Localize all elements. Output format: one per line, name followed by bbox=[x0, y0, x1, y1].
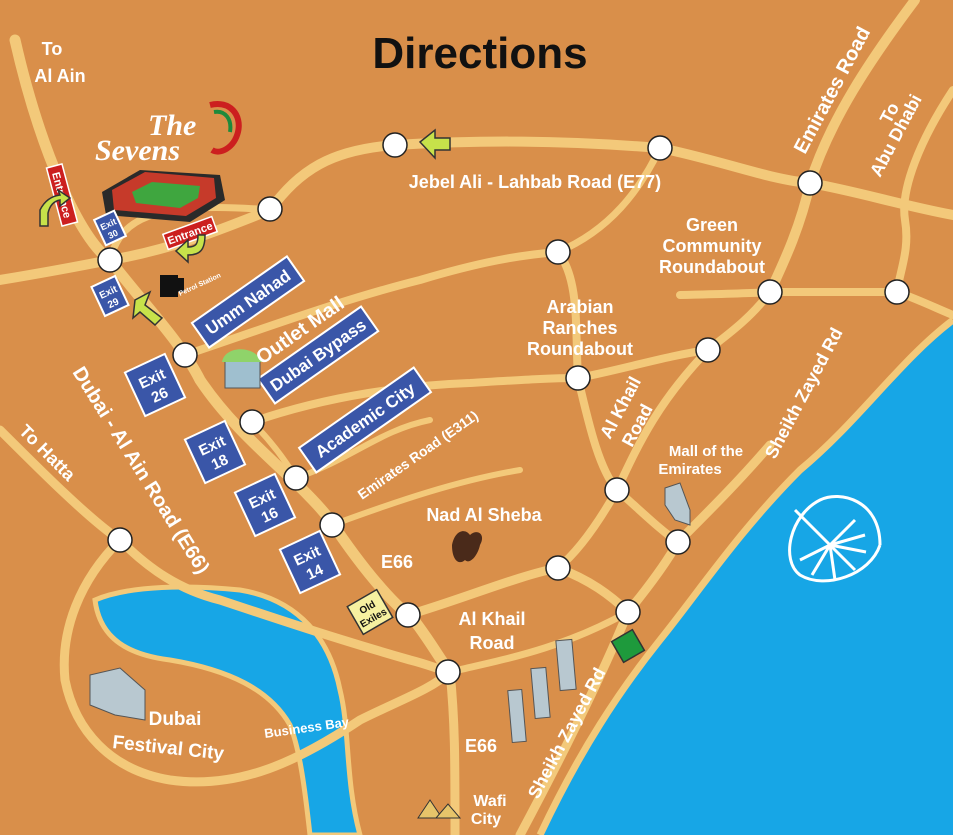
stadium-icon bbox=[102, 170, 225, 222]
arabian-ranches-label: Arabian bbox=[546, 297, 613, 317]
node bbox=[884, 279, 910, 305]
sevens-logo-mark bbox=[209, 101, 242, 155]
arrow-curved-icon bbox=[174, 234, 206, 264]
arabian-ranches-label: Ranches bbox=[542, 318, 617, 338]
node bbox=[319, 512, 345, 538]
node bbox=[382, 132, 408, 158]
svg-text:29: 29 bbox=[106, 296, 121, 311]
horse-racing-icon bbox=[452, 531, 483, 563]
node bbox=[97, 247, 123, 273]
creek bbox=[92, 584, 363, 835]
dubai-festival-city-label: Dubai bbox=[149, 709, 202, 730]
mall-of-emirates-label: Emirates bbox=[658, 461, 721, 478]
exit-badges: Exit 30 Exit 29 Exit 26 Exit 18 Exit 16 … bbox=[90, 209, 342, 595]
e66-bottom-label: E66 bbox=[465, 736, 497, 756]
node bbox=[545, 555, 571, 581]
venue-marker-icon bbox=[610, 628, 646, 664]
wafi-city-label: Wafi bbox=[473, 793, 506, 810]
to-al-ain-label: To bbox=[42, 39, 63, 59]
to-al-ain-label: Al Ain bbox=[34, 66, 85, 86]
node bbox=[283, 465, 309, 491]
svg-text:26: 26 bbox=[149, 384, 171, 406]
node bbox=[797, 170, 823, 196]
wafi-city-label: City bbox=[471, 811, 501, 828]
festival-city-buildings-icon bbox=[89, 667, 146, 721]
al-khail-road-label: Al Khail bbox=[458, 609, 525, 629]
roundabouts bbox=[97, 132, 910, 685]
building-icons bbox=[89, 482, 691, 819]
node bbox=[239, 409, 265, 435]
arrow-curved-icon bbox=[39, 188, 72, 227]
node bbox=[604, 477, 630, 503]
arrow-left-icon bbox=[418, 128, 451, 160]
sevens-logo-mark bbox=[213, 109, 233, 133]
nad-al-sheba-label: Nad Al Sheba bbox=[426, 505, 542, 525]
node bbox=[695, 337, 721, 363]
outlet-mall-icon bbox=[222, 349, 262, 389]
arabian-ranches-label: Roundabout bbox=[527, 339, 633, 359]
exit-14-badge: Exit 14 bbox=[278, 529, 342, 595]
green-community-label: Green bbox=[686, 215, 738, 235]
node bbox=[257, 196, 283, 222]
node bbox=[172, 342, 198, 368]
svg-text:14: 14 bbox=[304, 561, 327, 584]
green-community-label: Roundabout bbox=[659, 257, 765, 277]
arrow-diagonal-icon bbox=[132, 290, 164, 327]
old-exiles-tag: Old Exiles bbox=[346, 588, 394, 636]
node bbox=[395, 602, 421, 628]
exit-26-badge: Exit 26 bbox=[123, 352, 187, 418]
skyscrapers-icon bbox=[507, 638, 577, 744]
wafi-pyramid-icon bbox=[417, 799, 462, 819]
exit-16-badge: Exit 16 bbox=[233, 472, 297, 538]
node bbox=[757, 279, 783, 305]
page-title: Directions bbox=[372, 29, 587, 78]
exit-30-badge: Exit 30 bbox=[92, 209, 128, 247]
coast-road bbox=[536, 317, 953, 835]
mall-of-emirates-label: Mall of the bbox=[669, 443, 743, 460]
node bbox=[107, 527, 133, 553]
e66-label: E66 bbox=[381, 552, 413, 572]
jebel-ali-road-label: Jebel Ali - Lahbab Road (E77) bbox=[409, 172, 661, 192]
exit-29-badge: Exit 29 bbox=[90, 274, 130, 318]
node bbox=[545, 239, 571, 265]
direction-arrows bbox=[39, 128, 451, 327]
svg-text:18: 18 bbox=[209, 451, 231, 473]
mall-of-emirates-building-icon bbox=[664, 482, 691, 526]
petrol-station-icon bbox=[160, 275, 184, 297]
node bbox=[647, 135, 673, 161]
exit-18-badge: Exit 18 bbox=[183, 419, 247, 485]
node bbox=[565, 365, 591, 391]
brand-line1: The bbox=[148, 109, 196, 142]
palm-island-icon bbox=[788, 495, 882, 583]
al-khail-road-label: Road bbox=[470, 633, 515, 653]
node bbox=[665, 529, 691, 555]
brand-line2: Sevens bbox=[95, 134, 180, 167]
svg-text:16: 16 bbox=[259, 504, 281, 526]
sea bbox=[540, 320, 953, 835]
svg-text:30: 30 bbox=[106, 228, 119, 241]
node bbox=[435, 659, 461, 685]
node bbox=[615, 599, 641, 625]
green-community-label: Community bbox=[663, 236, 762, 256]
